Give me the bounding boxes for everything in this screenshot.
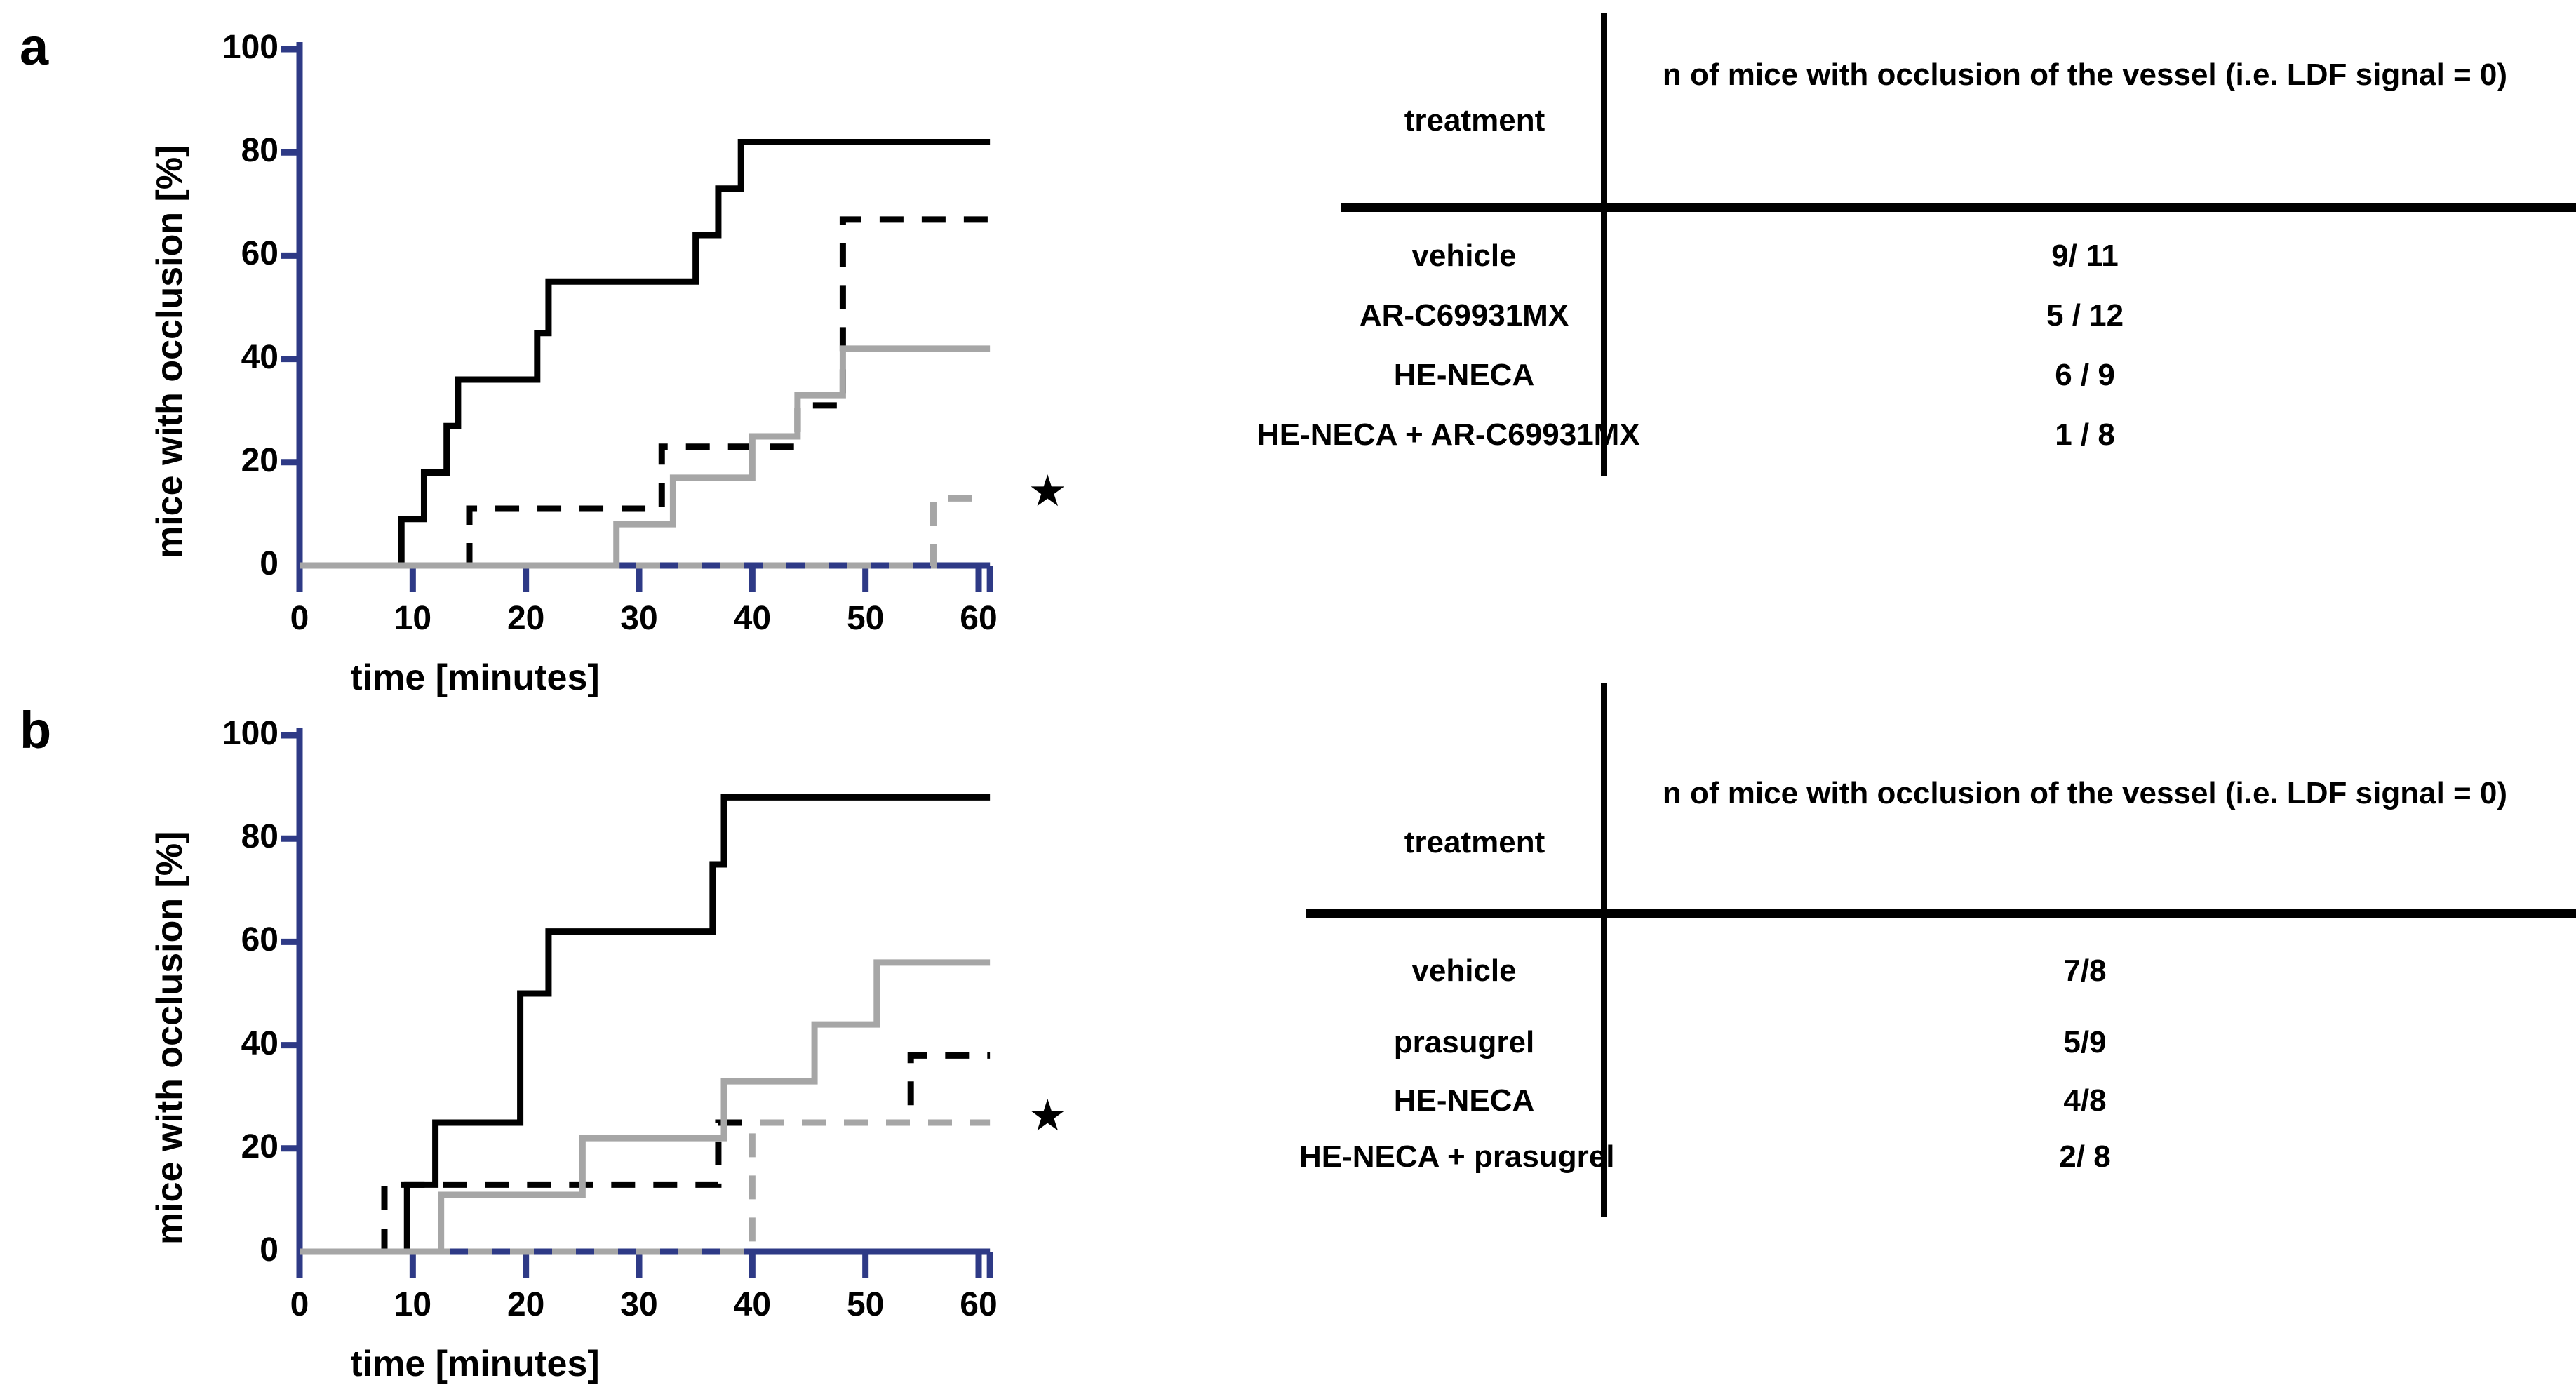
table-b-row-value: 5/9 (2063, 1025, 2107, 1059)
table-b-column-header-treatment: treatment (1404, 825, 1545, 859)
y-tick-label: 40 (241, 1024, 279, 1062)
series-prasugrel (300, 1052, 991, 1255)
panel-a-table: treatment n of mice with occlusion of th… (1257, 7, 2576, 498)
panel-b-plot-svg (281, 728, 993, 1278)
x-tick-label: 30 (620, 1286, 658, 1323)
y-tick-label: 40 (241, 338, 279, 376)
y-tick-label: 0 (260, 545, 279, 582)
panel-a-chart: mice with occlusion [%] time [minutes] 0… (0, 0, 1193, 698)
table-a-row-treatment: HE-NECA + AR-C69931MX (1257, 417, 1640, 452)
y-tick-label: 80 (241, 818, 279, 856)
x-tick-label: 50 (846, 600, 885, 637)
x-tick-label: 10 (394, 600, 432, 637)
series-vehicle (300, 138, 991, 569)
y-tick-label: 20 (241, 1128, 279, 1165)
series-he-neca-ar-c69931mx (300, 495, 991, 569)
y-tick-label: 0 (260, 1231, 279, 1269)
table-b-vertical-rule (1601, 683, 1607, 1217)
y-tick-label: 60 (241, 235, 279, 273)
x-tick-label: 10 (394, 1286, 432, 1323)
x-tick-label: 40 (733, 600, 772, 637)
y-tick-label: 60 (241, 921, 279, 959)
table-a-vertical-rule (1601, 13, 1607, 476)
table-a-row-treatment: vehicle (1411, 239, 1517, 273)
table-b-row-value: 2/ 8 (2059, 1139, 2111, 1174)
x-tick-label: 60 (960, 1286, 998, 1323)
x-tick-label: 50 (846, 1286, 885, 1323)
x-tick-label: 60 (960, 600, 998, 637)
x-tick-label: 20 (507, 600, 545, 637)
table-a-row-treatment: HE-NECA (1393, 358, 1535, 392)
table-b-row-treatment: HE-NECA + prasugrel (1299, 1139, 1615, 1174)
panel-a: a mice with occlusion [%] time [minutes]… (0, 0, 2576, 698)
panel-a-plot-svg (281, 42, 993, 592)
x-tick-label: 0 (290, 1286, 309, 1323)
panel-b-letter: b (20, 701, 52, 759)
y-tick-label: 100 (222, 715, 279, 752)
y-tick-label: 80 (241, 132, 279, 170)
series-ar-c69931mx (300, 216, 991, 569)
table-a-row-treatment: AR-C69931MX (1359, 298, 1569, 333)
table-b-row-value: 4/8 (2063, 1083, 2107, 1118)
y-tick-label: 100 (222, 29, 279, 66)
series-he-neca-prasugrel (300, 1119, 991, 1255)
panel-a-x-axis-title: time [minutes] (350, 657, 600, 698)
series-he-neca (300, 345, 991, 569)
table-a-row-value: 5 / 12 (2046, 298, 2124, 333)
panel-b-x-axis-title: time [minutes] (350, 1344, 600, 1384)
x-tick-label: 0 (290, 600, 309, 637)
table-a-row-value: 6 / 9 (2055, 358, 2115, 392)
table-a-row-value: 1 / 8 (2055, 417, 2115, 452)
panel-b-significance-star: ★ (1028, 1092, 1068, 1140)
x-tick-label: 20 (507, 1286, 545, 1323)
table-b-row-value: 7/8 (2063, 954, 2107, 988)
x-tick-label: 30 (620, 600, 658, 637)
panel-a-letter: a (20, 18, 49, 76)
table-b-row-treatment: vehicle (1411, 954, 1517, 988)
y-tick-label: 20 (241, 441, 279, 479)
table-b-horizontal-rule (1306, 909, 2576, 918)
table-a-horizontal-rule (1341, 203, 2576, 212)
table-a-row-value: 9/ 11 (2051, 239, 2119, 273)
x-tick-label: 40 (733, 1286, 772, 1323)
panel-b-chart: mice with occlusion [%] time [minutes] 0… (0, 683, 1193, 1384)
table-b-row-treatment: HE-NECA (1393, 1083, 1535, 1118)
panel-b: b mice with occlusion [%] time [minutes]… (0, 683, 2576, 1384)
table-b-column-header-occlusion: n of mice with occlusion of the vessel (… (1662, 776, 2508, 810)
panel-b-table: treatment n of mice with occlusion of th… (1299, 683, 2576, 1217)
table-a-column-header-occlusion: n of mice with occlusion of the vessel (… (1662, 58, 2508, 92)
table-b-row-treatment: prasugrel (1393, 1025, 1535, 1059)
table-a-column-header-treatment: treatment (1404, 103, 1545, 138)
series-he-neca (300, 959, 991, 1255)
panel-a-significance-star: ★ (1028, 467, 1068, 516)
